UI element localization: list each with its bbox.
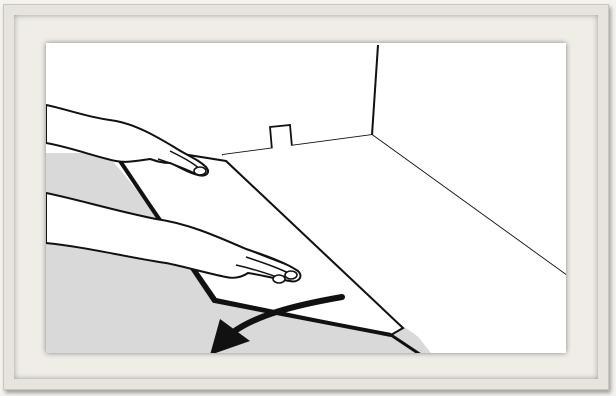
- illustration-svg: [46, 43, 566, 353]
- instruction-illustration: [46, 43, 566, 353]
- fingertip: [194, 167, 206, 175]
- picture-frame: [3, 4, 609, 390]
- picture-mat: [14, 15, 598, 379]
- fingertip: [273, 275, 285, 283]
- wall-corner-line: [372, 45, 378, 135]
- fingertip: [285, 271, 297, 279]
